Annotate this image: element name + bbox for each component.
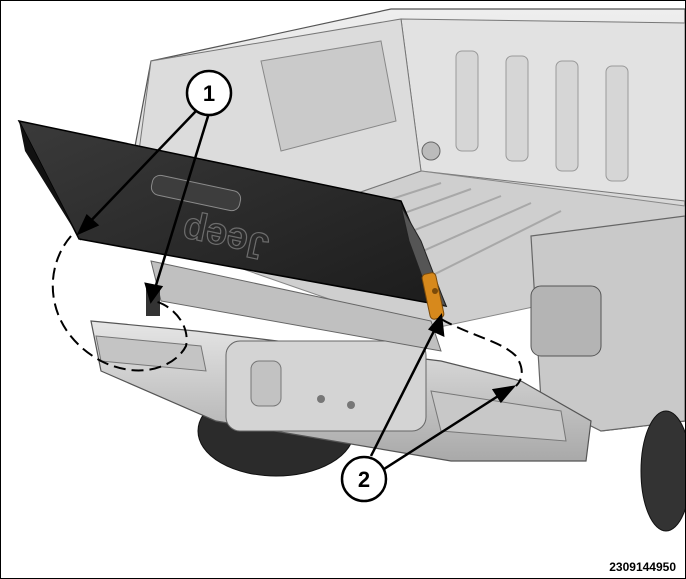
- callout-2: 2: [340, 455, 388, 503]
- cable-outline: [51, 235, 523, 387]
- svg-text:1: 1: [203, 81, 215, 106]
- rear-bumper: [90, 320, 592, 462]
- callout-arrows: [76, 110, 517, 473]
- callout-1: 1: [185, 69, 233, 117]
- svg-text:2: 2: [358, 467, 370, 492]
- figure-id: 2309144950: [609, 560, 676, 574]
